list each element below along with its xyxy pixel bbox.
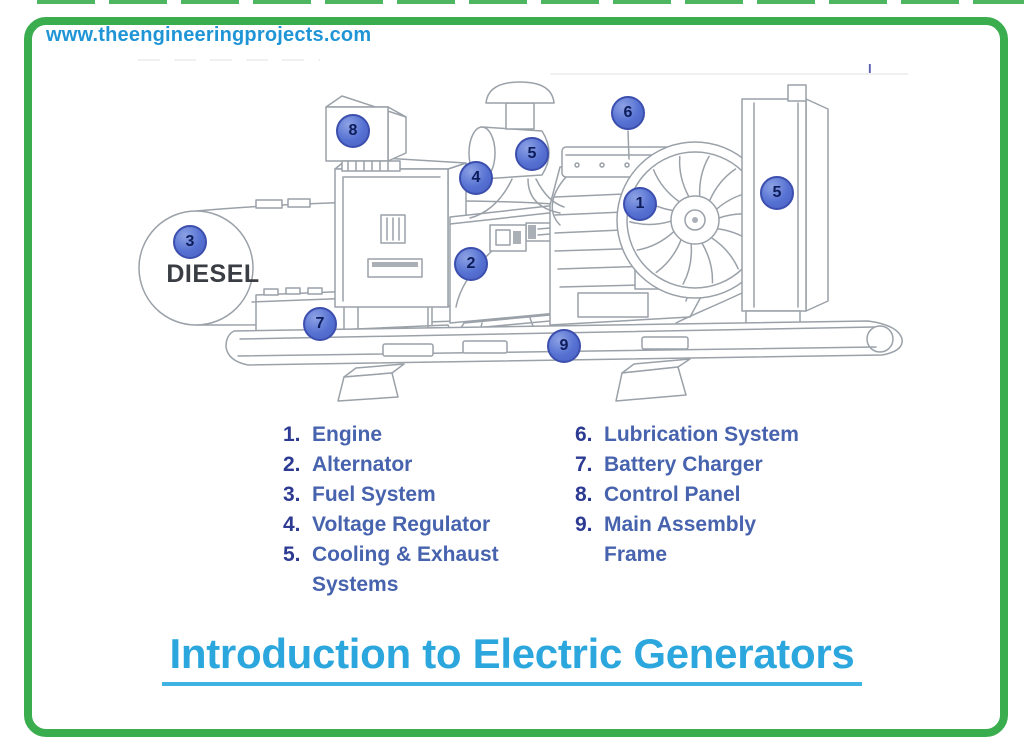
green-frame-border — [24, 17, 1008, 737]
legend-item-label: Voltage Regulator — [312, 513, 491, 536]
number-marker: 5 — [515, 137, 549, 171]
legend-item-number: 7. — [575, 453, 593, 476]
number-marker: 8 — [336, 114, 370, 148]
number-marker: 4 — [459, 161, 493, 195]
legend-item-label: Battery Charger — [604, 453, 763, 476]
legend-item: 7. Battery Charger — [575, 450, 830, 480]
diesel-tank-label: DIESEL — [166, 260, 260, 288]
legend-item-label: Main Assembly Frame — [604, 513, 757, 566]
legend-item: 8. Control Panel — [575, 480, 830, 510]
legend-item-label: Control Panel — [604, 483, 741, 506]
number-marker: 7 — [303, 307, 337, 341]
legend-left-column: 1. Engine 2. Alternator 3. Fuel System 4… — [283, 420, 548, 600]
legend-item-number: 8. — [575, 483, 593, 506]
top-dashed-line — [37, 0, 1024, 4]
legend-item: 6. Lubrication System — [575, 420, 830, 450]
legend-item-number: 4. — [283, 513, 301, 536]
number-marker: 2 — [454, 247, 488, 281]
legend-item-number: 1. — [283, 423, 301, 446]
legend-item: 1. Engine — [283, 420, 548, 450]
legend-item-number: 3. — [283, 483, 301, 506]
legend-item-number: 2. — [283, 453, 301, 476]
legend-item: 9. Main Assembly Frame — [575, 510, 830, 570]
legend-item-number: 6. — [575, 423, 593, 446]
legend-item-number: 9. — [575, 513, 593, 536]
legend-item-label: Alternator — [312, 453, 413, 476]
legend-item: 3. Fuel System — [283, 480, 548, 510]
legend-item-number: 5. — [283, 543, 301, 566]
legend-item-label: Cooling & Exhaust Systems — [312, 543, 499, 596]
legend-right-column: 6. Lubrication System 7. Battery Charger… — [575, 420, 830, 570]
legend-item-label: Engine — [312, 423, 383, 446]
number-marker: 1 — [623, 187, 657, 221]
corner-tick-mark: I — [868, 61, 872, 76]
legend-item-label: Lubrication System — [604, 423, 799, 446]
website-url: www.theengineeringprojects.com — [46, 24, 372, 46]
legend-item: 2. Alternator — [283, 450, 548, 480]
number-marker: 3 — [173, 225, 207, 259]
page-title-wrap: Introduction to Electric Generators — [0, 630, 1024, 686]
legend-item-label: Fuel System — [312, 483, 436, 506]
number-marker: 9 — [547, 329, 581, 363]
number-marker: 6 — [611, 96, 645, 130]
generator-line-art — [138, 59, 908, 402]
page-title: Introduction to Electric Generators — [161, 630, 863, 686]
number-marker: 5 — [760, 176, 794, 210]
legend-item: 5. Cooling & Exhaust Systems — [283, 540, 548, 600]
legend-item: 4. Voltage Regulator — [283, 510, 548, 540]
